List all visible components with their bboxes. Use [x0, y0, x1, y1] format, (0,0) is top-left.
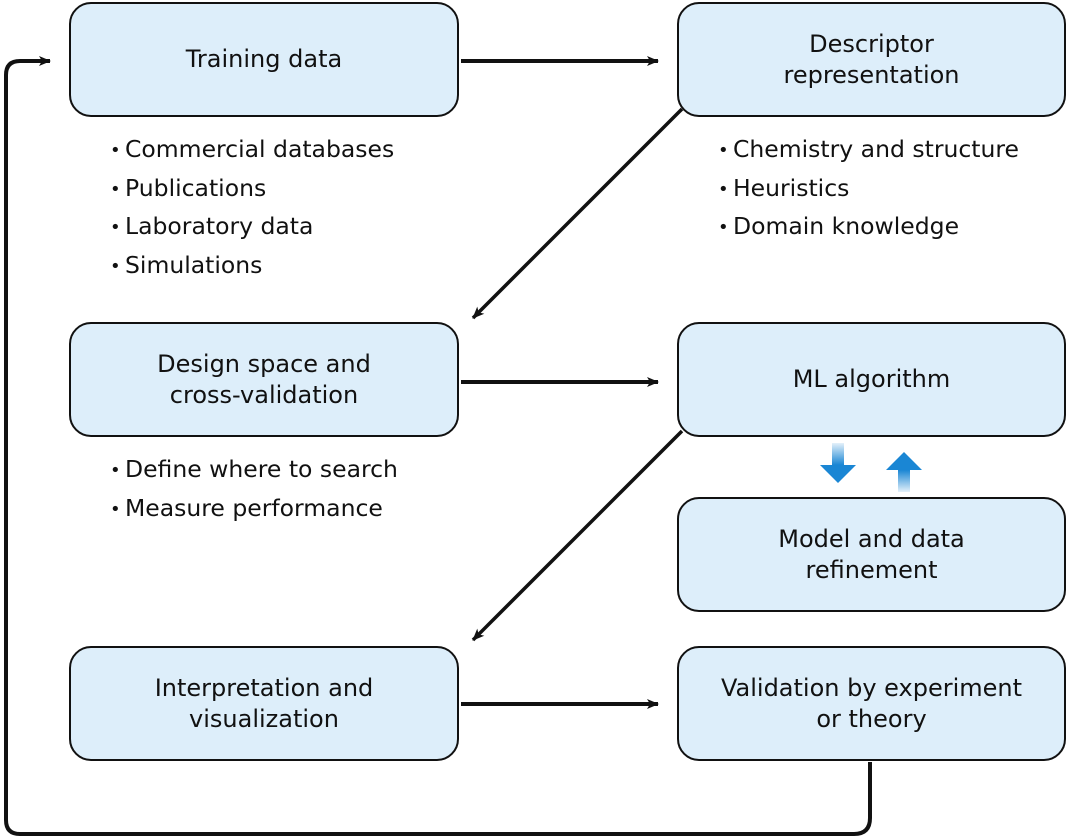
- bullet-item: Laboratory data: [110, 208, 394, 247]
- bullet-item: Measure performance: [110, 490, 398, 529]
- design-space-bullets: Define where to search Measure performan…: [110, 451, 398, 528]
- training-data-title: Training data: [185, 45, 343, 73]
- bullet-item: Domain knowledge: [718, 208, 1019, 247]
- training-data-box: Training data: [69, 2, 459, 117]
- validation-box: Validation by experiment or theory: [677, 646, 1066, 761]
- bullet-item: Commercial databases: [110, 131, 394, 170]
- bullet-item: Simulations: [110, 247, 394, 286]
- model-refinement-box: Model and data refinement: [677, 497, 1066, 612]
- design-title-line-1: Design space and: [157, 349, 371, 378]
- arrow-up-icon: [886, 452, 922, 492]
- arrow-ml-to-interpretation: [471, 429, 684, 642]
- refinement-title-line-1: Model and data: [778, 524, 965, 553]
- bullet-item: Chemistry and structure: [718, 131, 1019, 170]
- bullet-item: Publications: [110, 170, 394, 209]
- descriptor-bullets: Chemistry and structure Heuristics Domai…: [718, 131, 1019, 247]
- feedback-loop-arrow: [4, 56, 872, 836]
- design-title-line-2: cross-validation: [169, 380, 359, 409]
- design-space-box: Design space and cross-validation: [69, 322, 459, 437]
- training-data-bullets: Commercial databases Publications Labora…: [110, 131, 394, 285]
- bullet-item: Heuristics: [718, 170, 1019, 209]
- validation-title-line-2: or theory: [816, 704, 927, 733]
- validation-title-line-1: Validation by experiment: [720, 673, 1023, 702]
- interpretation-title-line-2: visualization: [189, 704, 339, 733]
- descriptor-representation-box: Descriptor representation: [677, 2, 1066, 117]
- interpretation-title-line-1: Interpretation and: [154, 673, 374, 702]
- descriptor-title-line-2: representation: [783, 60, 960, 89]
- arrow-descriptor-to-design: [471, 107, 684, 320]
- ml-algorithm-title: ML algorithm: [792, 365, 951, 393]
- arrow-down-icon: [820, 443, 856, 483]
- interpretation-box: Interpretation and visualization: [69, 646, 459, 761]
- descriptor-title-line-1: Descriptor: [809, 29, 934, 58]
- refinement-title-line-2: refinement: [805, 555, 938, 584]
- ml-algorithm-box: ML algorithm: [677, 322, 1066, 437]
- bullet-item: Define where to search: [110, 451, 398, 490]
